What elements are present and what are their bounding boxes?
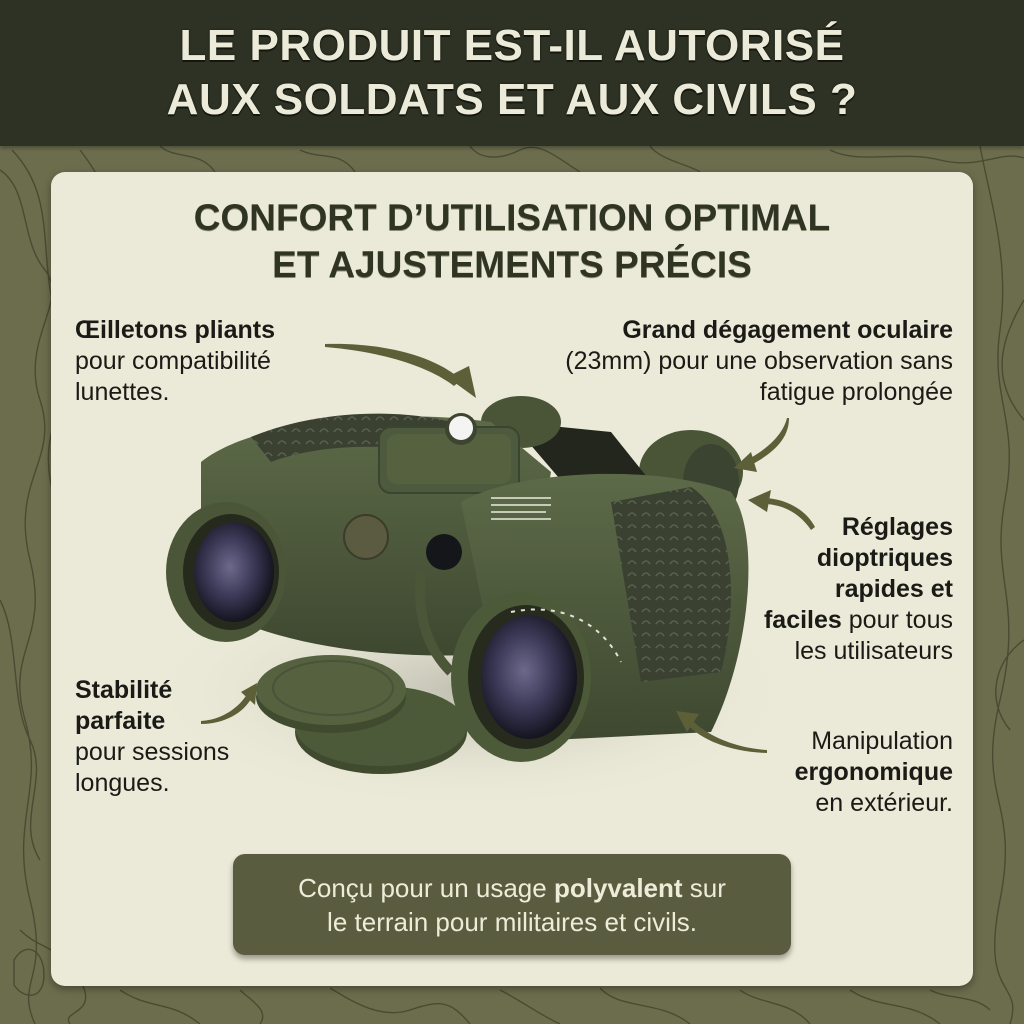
lens-caps: [256, 655, 467, 774]
callout-eye-relief-text: (23mm) pour une observation sans: [565, 347, 953, 375]
callout-diopter-title-1: Réglages: [841, 513, 953, 541]
left-objective-lens: [166, 502, 286, 642]
right-barrel: [415, 473, 749, 742]
left-barrel: [201, 413, 551, 656]
callout-eye-relief-title: Grand dégagement oculaire: [622, 316, 953, 344]
callout-diopter-title-4: faciles: [763, 606, 842, 634]
callout-stability: Stabilité parfaite pour sessions longues…: [75, 675, 229, 799]
card-title-line-2: ET AJUSTEMENTS PRÉCIS: [272, 244, 752, 285]
callout-eyecups: Œilletons pliants pour compatibilité lun…: [75, 315, 275, 408]
header-title-line-2: AUX SOLDATS ET AUX CIVILS ?: [166, 75, 858, 124]
callout-ergonomic: Manipulation ergonomique en extérieur.: [795, 726, 953, 819]
callout-ergonomic-text-2: en extérieur.: [815, 789, 953, 817]
callout-eyecups-text-2: lunettes.: [75, 378, 170, 406]
callout-eye-relief-text-2: fatigue prolongée: [759, 378, 953, 406]
arrow-eyecups-icon: [325, 343, 461, 386]
callout-diopter: Réglages dioptriques rapides et faciles …: [764, 512, 953, 667]
summary-banner-line-1: Conçu pour un usage polyvalent sur: [298, 871, 726, 905]
summary-banner-line-2: le terrain pour militaires et civils.: [327, 906, 697, 937]
right-objective-lens: [451, 592, 622, 762]
summary-banner: Conçu pour un usage polyvalent sur le te…: [233, 854, 791, 955]
callout-eyecups-text: pour compatibilité: [75, 347, 271, 375]
callout-stability-text-2: longues.: [75, 769, 170, 797]
callout-diopter-text: pour tous: [841, 606, 953, 634]
callout-diopter-text-2: les utilisateurs: [794, 637, 953, 665]
compass-module: [378, 413, 520, 494]
card-title-line-1: CONFORT D’UTILISATION OPTIMAL: [193, 197, 831, 238]
page-header: LE PRODUIT EST-IL AUTORISÉ AUX SOLDATS E…: [0, 0, 1024, 146]
callout-stability-text: pour sessions: [75, 738, 230, 766]
arrow-eye-relief-icon: [747, 418, 789, 465]
callout-eyecups-title: Œilletons pliants: [75, 316, 276, 344]
callout-eye-relief: Grand dégagement oculaire (23mm) pour un…: [565, 315, 953, 408]
callout-diopter-title-3: rapides et: [834, 575, 953, 603]
arrow-ergonomic-icon: [687, 720, 767, 753]
banner-text-pre: Conçu pour un usage: [298, 872, 554, 903]
callout-stability-title-1: Stabilité: [75, 676, 173, 704]
callout-stability-title-2: parfaite: [75, 707, 166, 735]
banner-text-post: sur: [682, 872, 726, 903]
callout-diopter-title-2: dioptriques: [816, 544, 953, 572]
card-title: CONFORT D’UTILISATION OPTIMAL ET AJUSTEM…: [51, 194, 973, 288]
feature-card: CONFORT D’UTILISATION OPTIMAL ET AJUSTEM…: [51, 172, 973, 986]
header-title-line-1: LE PRODUIT EST-IL AUTORISÉ: [179, 21, 845, 70]
banner-text-bold: polyvalent: [553, 872, 683, 903]
callout-ergonomic-text: Manipulation: [811, 727, 953, 755]
eyepiece-right: [639, 430, 743, 520]
callout-ergonomic-title: ergonomique: [794, 758, 953, 786]
